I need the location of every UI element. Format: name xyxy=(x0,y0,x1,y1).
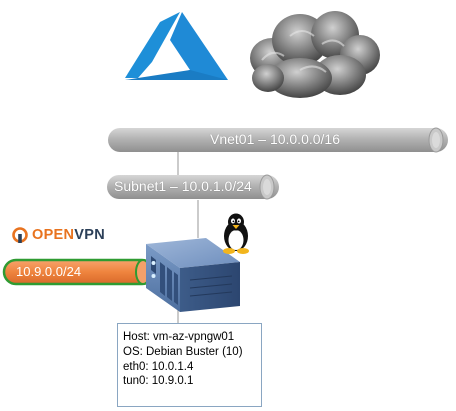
openvpn-wordmark-open: OPEN xyxy=(32,227,75,243)
cloud-icon xyxy=(250,11,380,98)
openvpn-wordmark: OPENVPN xyxy=(32,227,105,243)
host-tun0-line: tun0: 10.9.0.1 xyxy=(123,375,194,388)
vnet-label: Vnet01 – 10.0.0.0/16 xyxy=(210,131,340,147)
subnet-pipe xyxy=(107,174,279,200)
host-info-box: Host: vm-az-vpngw01 OS: Debian Buster (1… xyxy=(117,323,262,407)
subnet-label: Subnet1 – 10.0.1.0/24 xyxy=(114,178,252,194)
tux-icon xyxy=(223,213,249,254)
vnet-pipe xyxy=(108,127,448,153)
vpn-tunnel-label: 10.9.0.0/24 xyxy=(16,264,82,279)
azure-logo-icon xyxy=(125,12,228,80)
openvpn-wordmark-vpn: VPN xyxy=(74,227,106,243)
host-eth0-line: eth0: 10.0.1.4 xyxy=(123,360,194,373)
host-os-line: OS: Debian Buster (10) xyxy=(123,345,243,358)
host-name-line: Host: vm-az-vpngw01 xyxy=(123,331,235,343)
openvpn-logo-icon xyxy=(12,227,28,243)
server-icon xyxy=(146,238,240,312)
